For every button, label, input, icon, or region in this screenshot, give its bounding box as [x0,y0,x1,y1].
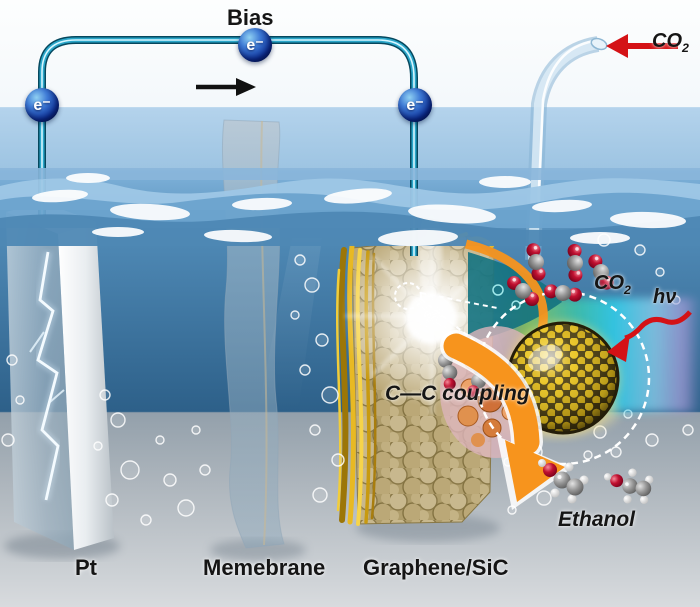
electron-sphere-icon: e⁻ [238,28,272,62]
electron-sphere-icon: e⁻ [398,88,432,122]
co2-inlet-label: CO2 [652,30,689,55]
orange-arc [464,239,548,331]
lightning-icon [29,251,65,501]
teal-band [468,252,562,342]
ethanol-label: Ethanol [558,508,635,531]
water-surface [0,168,700,247]
bias-label: Bias [227,5,274,30]
ethanol-molecule [603,460,660,514]
hv-arrow-icon [607,310,692,362]
magnifier-source-circle [394,282,422,310]
electron-symbol: e⁻ [246,37,264,54]
product-arrow-icon [440,330,572,510]
co2-inlet-tube [525,36,608,261]
hv-label: hν [653,286,677,308]
bias-direction-arrow-icon [196,78,256,96]
magnifier-lines [420,292,498,351]
ethanol-molecules [538,459,660,514]
cc-coupling-label: C—C coupling [385,382,530,405]
co2-inlet-arrow-icon [606,34,678,58]
pt-electrode [4,202,120,559]
pt-label: Pt [75,555,97,580]
membrane-label: Memebrane [203,555,326,580]
graphene-sic-label: Graphene/SiC [363,555,509,580]
co2-dissolved-label: CO2 [594,272,631,297]
electron-symbol: e⁻ [406,97,424,114]
electron-sphere-icon: e⁻ [25,88,59,122]
electron-symbol: e⁻ [33,97,51,114]
co2-molecule [566,243,584,283]
bias-circuit-wire [38,36,418,256]
